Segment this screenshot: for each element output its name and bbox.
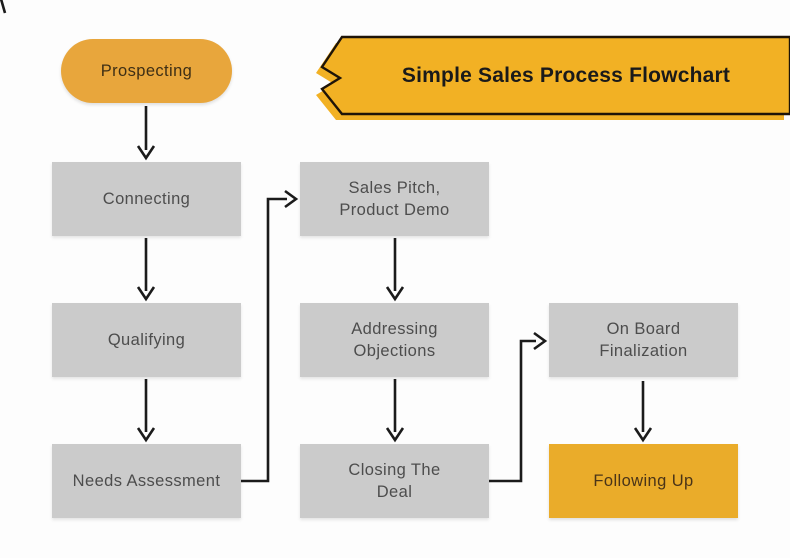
node-on-board-finalization-label: On Board Finalization bbox=[599, 319, 688, 360]
arrow-prospecting-connecting bbox=[136, 106, 156, 161]
node-following-up-label: Following Up bbox=[593, 471, 694, 490]
node-closing-the-deal: Closing The Deal bbox=[300, 444, 489, 518]
node-connecting: Connecting bbox=[52, 162, 241, 236]
node-needs-assessment-label: Needs Assessment bbox=[72, 471, 221, 490]
node-needs-assessment: Needs Assessment bbox=[52, 444, 241, 518]
corner-mark bbox=[0, 0, 7, 14]
node-qualifying: Qualifying bbox=[52, 303, 241, 377]
node-prospecting: Prospecting bbox=[61, 39, 232, 103]
arrow-addressing-closing bbox=[385, 379, 405, 443]
title-banner-ribbon bbox=[316, 35, 790, 120]
node-sales-pitch: Sales Pitch, Product Demo bbox=[300, 162, 489, 236]
node-closing-the-deal-label: Closing The Deal bbox=[348, 460, 441, 501]
arrow-connecting-qualifying bbox=[136, 238, 156, 302]
banner-main-shape bbox=[320, 35, 790, 116]
node-qualifying-label: Qualifying bbox=[107, 330, 186, 349]
node-connecting-label: Connecting bbox=[102, 189, 191, 208]
arrow-closing-onboard bbox=[489, 331, 548, 483]
node-addressing-objections-label: Addressing Objections bbox=[351, 319, 438, 360]
arrow-needs-salespitch bbox=[241, 189, 299, 483]
node-following-up: Following Up bbox=[549, 444, 738, 518]
arrow-salespitch-addressing bbox=[385, 238, 405, 302]
arrow-qualifying-needs bbox=[136, 379, 156, 443]
node-sales-pitch-label: Sales Pitch, Product Demo bbox=[339, 178, 450, 219]
arrow-onboard-following bbox=[633, 381, 653, 443]
node-on-board-finalization: On Board Finalization bbox=[549, 303, 738, 377]
page-title: Simple Sales Process Flowchart bbox=[401, 63, 731, 87]
node-addressing-objections: Addressing Objections bbox=[300, 303, 489, 377]
node-prospecting-label: Prospecting bbox=[100, 61, 193, 80]
